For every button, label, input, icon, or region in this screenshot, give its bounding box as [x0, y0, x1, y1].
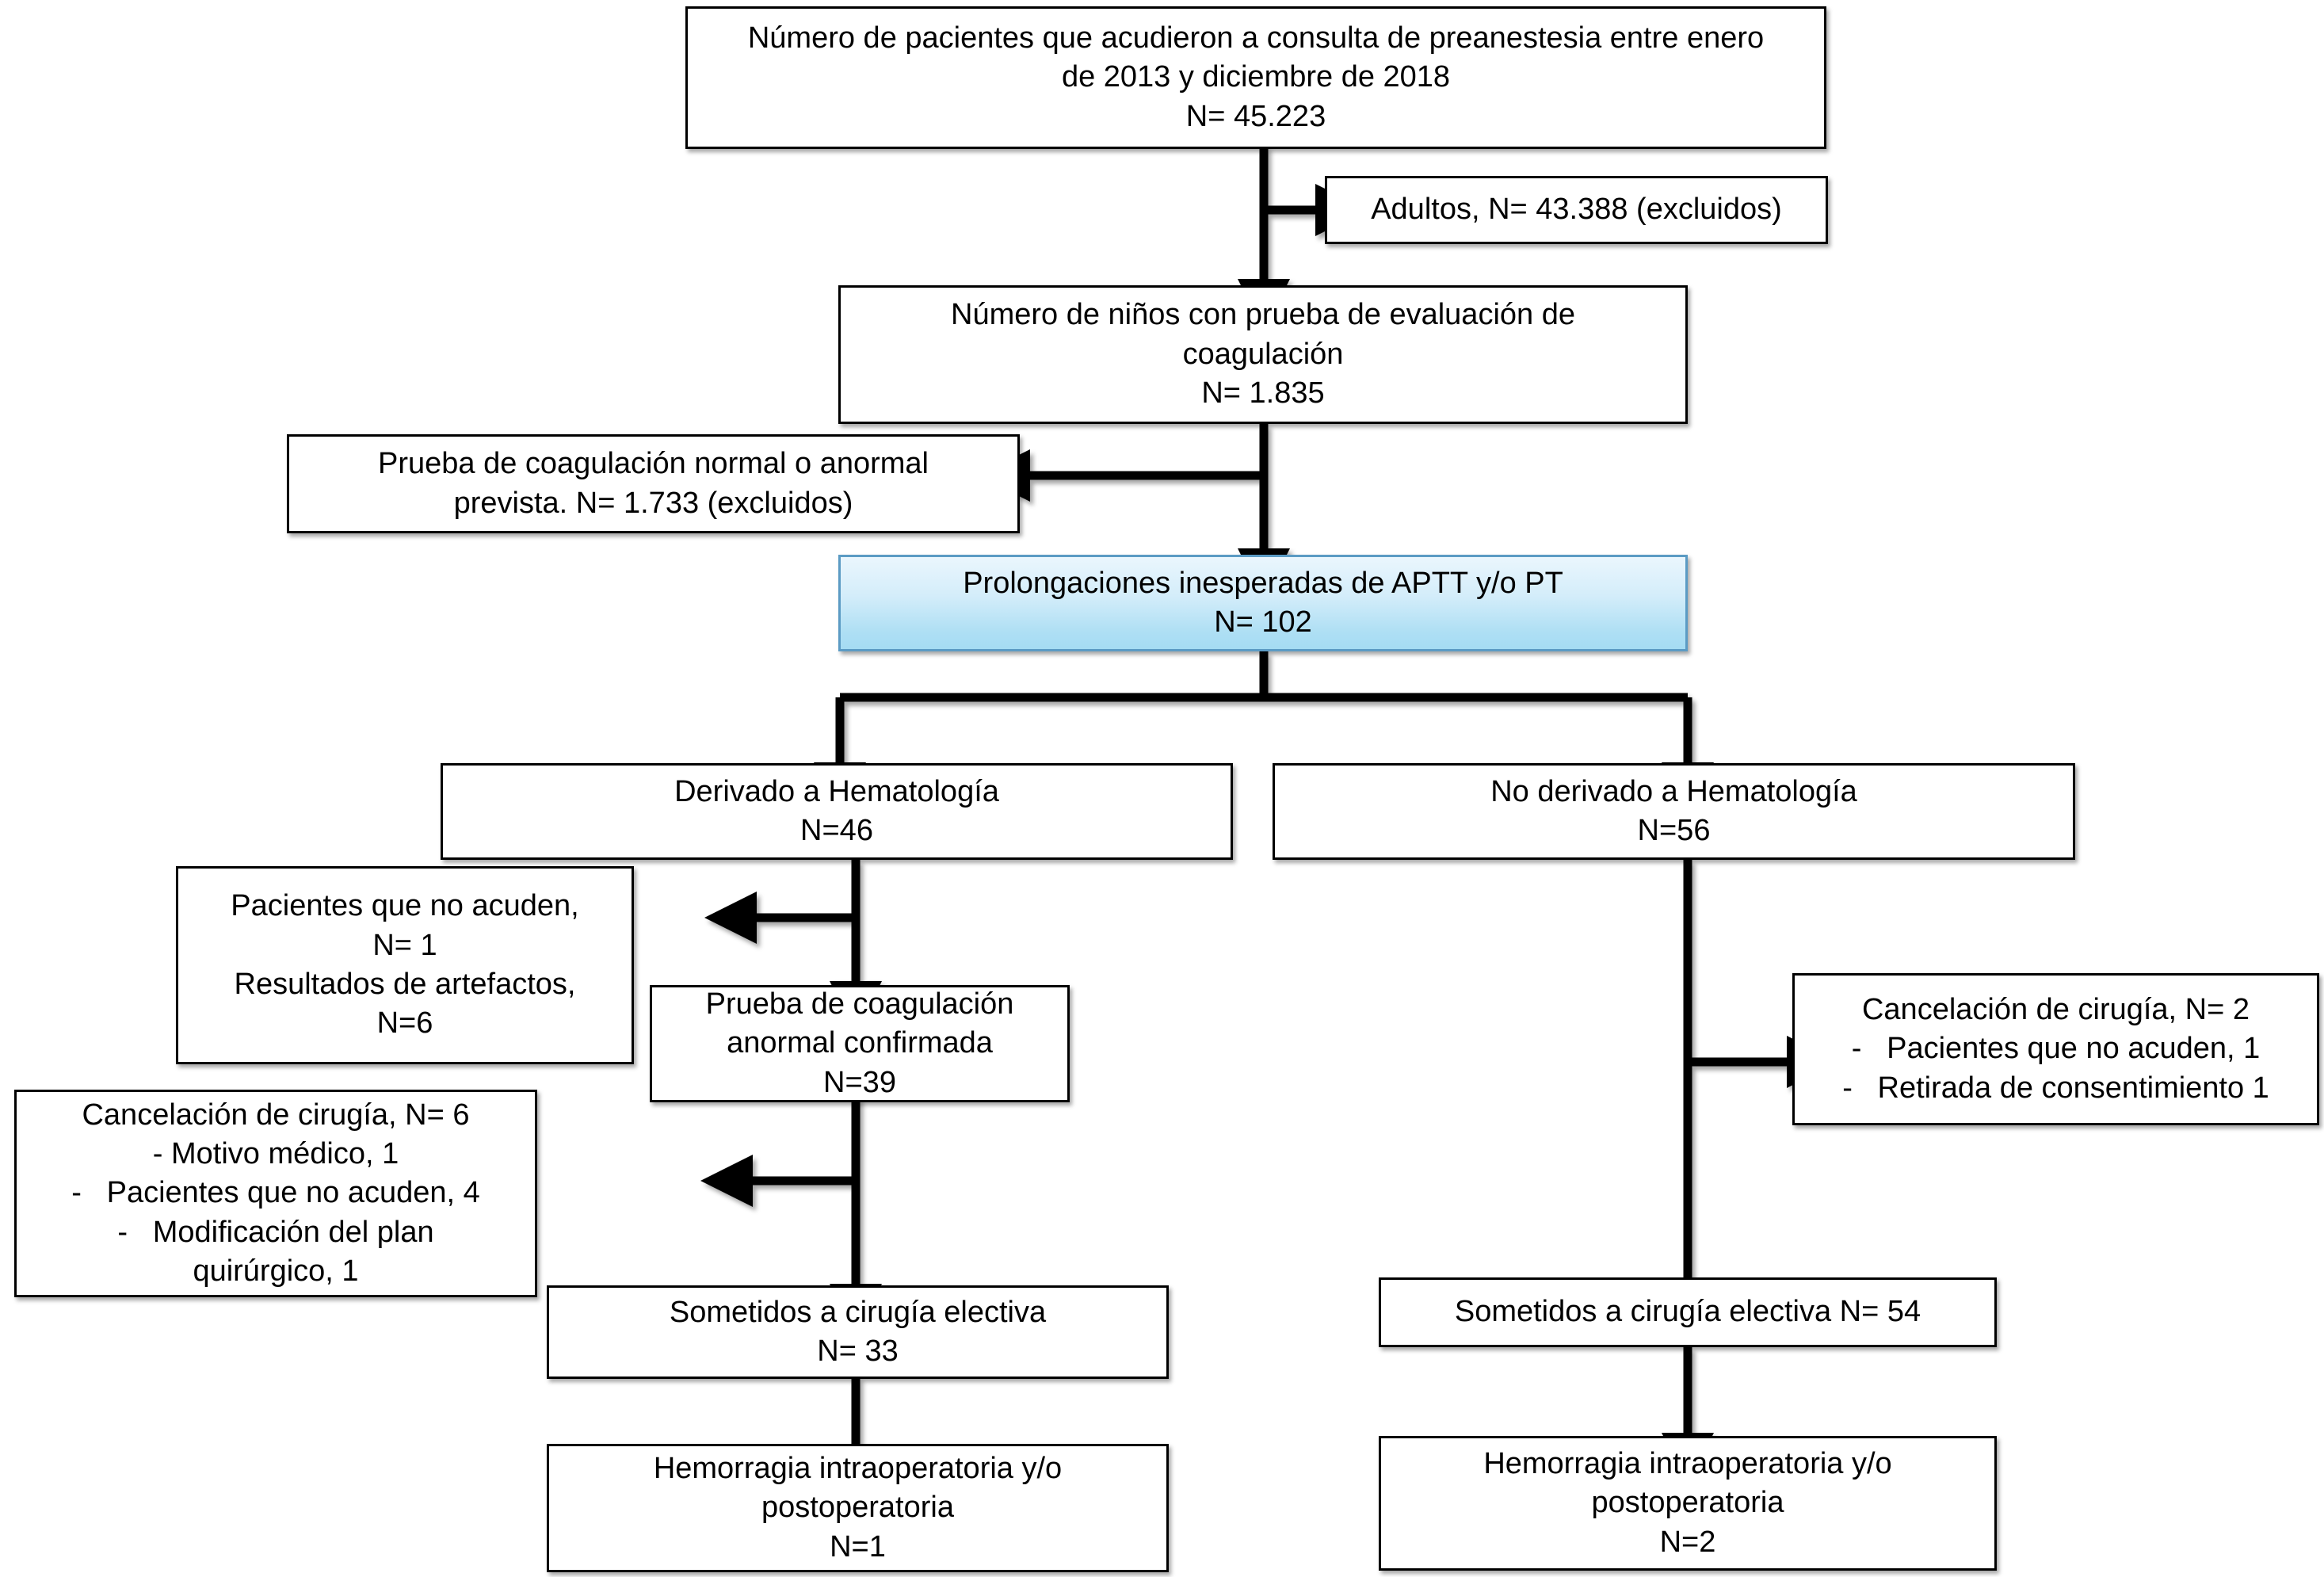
- node-line: Sometidos a cirugía electiva N= 54: [1454, 1295, 1921, 1329]
- node-line: N= 1.835: [1201, 376, 1325, 410]
- node-line: N= 33: [817, 1335, 899, 1368]
- node-line: coagulación: [1182, 337, 1344, 371]
- node-line: N= 1: [372, 928, 437, 962]
- node-confirmed-abnormal: Prueba de coagulación anormal confirmada…: [650, 985, 1070, 1102]
- node-elective-surgery-right: Sometidos a cirugía electiva N= 54: [1379, 1277, 1997, 1347]
- node-unexpected-prolongations: Prolongaciones inesperadas de APTT y/o P…: [838, 555, 1688, 651]
- node-line: postoperatoria: [761, 1491, 954, 1525]
- node-cancel-surgery-left: Cancelación de cirugía, N= 6 - Motivo mé…: [14, 1090, 537, 1297]
- node-normal-or-expected-excluded: Prueba de coagulación normal o anormal p…: [287, 434, 1020, 533]
- node-line: Resultados de artefactos,: [234, 968, 576, 1001]
- node-line: N=39: [823, 1065, 896, 1099]
- node-referred-hematology: Derivado a Hematología N=46: [441, 763, 1233, 860]
- node-line: - Pacientes que no acuden, 4: [71, 1176, 480, 1210]
- node-line: Sometidos a cirugía electiva: [669, 1295, 1047, 1329]
- node-line: Prueba de coagulación: [705, 987, 1014, 1021]
- node-line: Pacientes que no acuden,: [231, 889, 579, 923]
- node-not-referred-hematology: No derivado a Hematología N=56: [1273, 763, 2075, 860]
- node-line: - Modificación del plan: [117, 1215, 434, 1249]
- node-no-show-artifacts: Pacientes que no acuden, N= 1 Resultados…: [176, 866, 634, 1064]
- node-total-patients: Número de pacientes que acudieron a cons…: [685, 6, 1826, 149]
- node-line: N=46: [800, 814, 873, 847]
- node-line: No derivado a Hematología: [1490, 774, 1857, 808]
- node-line: anormal confirmada: [727, 1026, 993, 1060]
- node-line: N= 102: [1214, 605, 1312, 639]
- node-elective-surgery-left: Sometidos a cirugía electiva N= 33: [547, 1285, 1169, 1379]
- node-line: N=1: [830, 1529, 886, 1564]
- node-line: - Pacientes que no acuden, 1: [1851, 1032, 2261, 1066]
- node-children-tested: Número de niños con prueba de evaluación…: [838, 285, 1688, 424]
- node-line: Adultos, N= 43.388 (excluidos): [1371, 193, 1782, 227]
- node-line: Prueba de coagulación normal o anormal: [378, 447, 929, 481]
- node-line: Cancelación de cirugía, N= 6: [82, 1098, 470, 1132]
- node-adults-excluded: Adultos, N= 43.388 (excluidos): [1325, 176, 1828, 244]
- node-line: N=2: [1659, 1525, 1716, 1559]
- node-line: N=6: [376, 1006, 433, 1041]
- node-line: N=56: [1637, 814, 1711, 847]
- node-bleeding-right: Hemorragia intraoperatoria y/o postopera…: [1379, 1436, 1997, 1571]
- node-line: Hemorragia intraoperatoria y/o: [1483, 1446, 1892, 1480]
- node-line: Derivado a Hematología: [674, 774, 999, 808]
- node-line: Cancelación de cirugía, N= 2: [1861, 992, 2250, 1026]
- node-line: de 2013 y diciembre de 2018: [1061, 60, 1451, 94]
- node-bleeding-left: Hemorragia intraoperatoria y/o postopera…: [547, 1444, 1169, 1572]
- node-line: Hemorragia intraoperatoria y/o: [653, 1451, 1063, 1485]
- node-line: - Motivo médico, 1: [152, 1136, 399, 1170]
- node-line: quirúrgico, 1: [193, 1254, 359, 1289]
- node-cancel-surgery-right: Cancelación de cirugía, N= 2 - Pacientes…: [1792, 973, 2319, 1125]
- node-line: Número de pacientes que acudieron a cons…: [747, 21, 1765, 55]
- node-line: N= 45.223: [1185, 99, 1326, 133]
- node-line: prevista. N= 1.733 (excluidos): [453, 486, 853, 520]
- node-line: Número de niños con prueba de evaluación…: [951, 298, 1575, 332]
- node-line: - Retirada de consentimiento 1: [1842, 1071, 2269, 1105]
- node-line: postoperatoria: [1591, 1486, 1784, 1520]
- node-line: Prolongaciones inesperadas de APTT y/o P…: [963, 566, 1563, 600]
